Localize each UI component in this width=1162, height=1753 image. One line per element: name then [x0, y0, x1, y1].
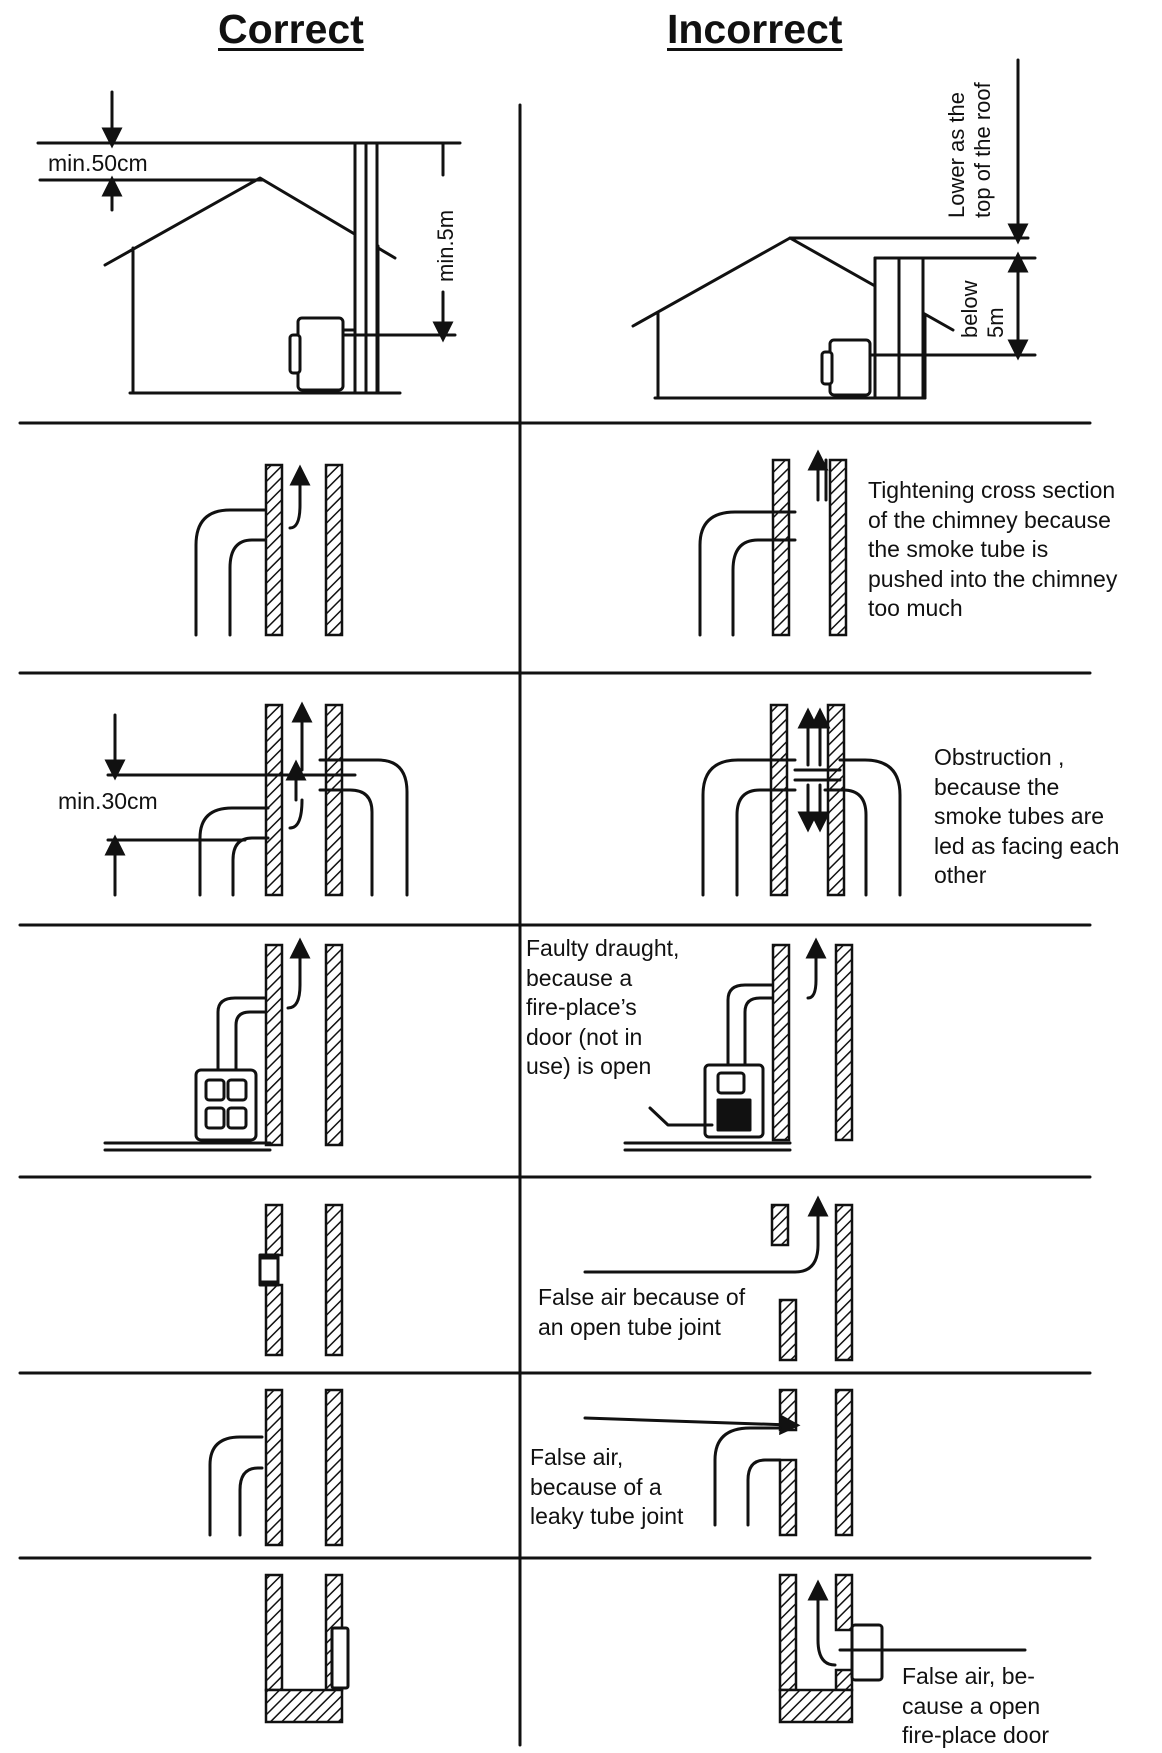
chimney-wall-segment	[771, 943, 791, 1142]
height-below-label: below 5m	[957, 280, 1008, 338]
chimney-base-pit	[778, 1688, 854, 1724]
chimney-wall-segment	[771, 458, 791, 637]
note-open-fireplace-door: Faulty draught, because a fire-place’s d…	[526, 935, 680, 1079]
correct-header: Correct	[218, 6, 364, 52]
chimney-wall-segment	[834, 943, 854, 1142]
correct-closed-tube-joint	[258, 1253, 280, 1287]
chimney-wall-segment	[834, 1573, 854, 1632]
correct-offset-tubes	[104, 701, 409, 897]
chimney-wall-segment	[264, 463, 284, 637]
chimney-wall-segment	[828, 458, 848, 637]
correct-closed-cleanout	[330, 1626, 350, 1690]
chimney-wall-segment	[834, 1668, 854, 1692]
incorrect-house	[631, 58, 1037, 400]
incorrect-tube-pushed-in	[698, 449, 829, 637]
incorrect-facing-tubes	[701, 707, 902, 897]
note-facing-tubes: Obstruction , because the smoke tubes ar…	[934, 744, 1120, 888]
correct-stove-connection	[103, 937, 311, 1152]
chimney-wall-segment	[778, 1573, 798, 1692]
chimney-wall-segment	[264, 1203, 284, 1257]
incorrect-open-cleanout-door	[807, 1579, 1027, 1682]
chimney-wall-segment	[264, 1388, 284, 1547]
chimney-wall-segment	[770, 1203, 790, 1247]
chimney-wall-segment	[264, 703, 284, 897]
note-leaky-tube-joint: False air, because of a leaky tube joint	[530, 1444, 684, 1529]
roof-clearance-label: min.50cm	[48, 150, 148, 176]
incorrect-open-fireplace-door	[623, 937, 827, 1152]
chimney-wall-segment	[324, 1203, 344, 1357]
chimney-wall-segment	[264, 943, 284, 1147]
incorrect-open-tube-joint	[583, 1195, 829, 1274]
chimney-wall-segment	[264, 1283, 284, 1357]
chimney-wall-segment	[769, 703, 789, 897]
chimney-wall-segment	[324, 703, 344, 897]
chimney-wall-segment	[324, 463, 344, 637]
chimney-height-label: min.5m	[433, 209, 458, 282]
grid-lines	[18, 103, 1092, 1747]
chimney-wall-segment	[264, 1573, 284, 1692]
chimney-wall-segment	[834, 1388, 854, 1537]
note-tube-pushed-in: Tightening cross section of the chimney …	[868, 477, 1118, 621]
incorrect-header: Incorrect	[667, 6, 843, 52]
chimney-wall-segment	[324, 943, 344, 1147]
correct-house	[36, 90, 462, 395]
chimney-wall-segment	[834, 1203, 854, 1362]
chimney-wall-segment	[826, 703, 846, 897]
correct-tube-flush	[194, 464, 311, 637]
incorrect-leaky-tube-joint	[583, 1414, 801, 1527]
note-open-tube-joint: False air because of an open tube joint	[538, 1284, 746, 1340]
chimney-wall-segment	[778, 1298, 798, 1362]
correct-sealed-tube-joint	[208, 1435, 264, 1537]
chimney-base-pit	[264, 1688, 344, 1724]
chimney-wall-segment	[778, 1458, 798, 1537]
offset-label: min.30cm	[58, 788, 158, 814]
note-open-cleanout-door: False air, be- cause a open fire-place d…	[902, 1663, 1050, 1748]
chimney-wall-segment	[324, 1388, 344, 1547]
roof-top-label: Lower as the top of the roof	[944, 82, 995, 218]
